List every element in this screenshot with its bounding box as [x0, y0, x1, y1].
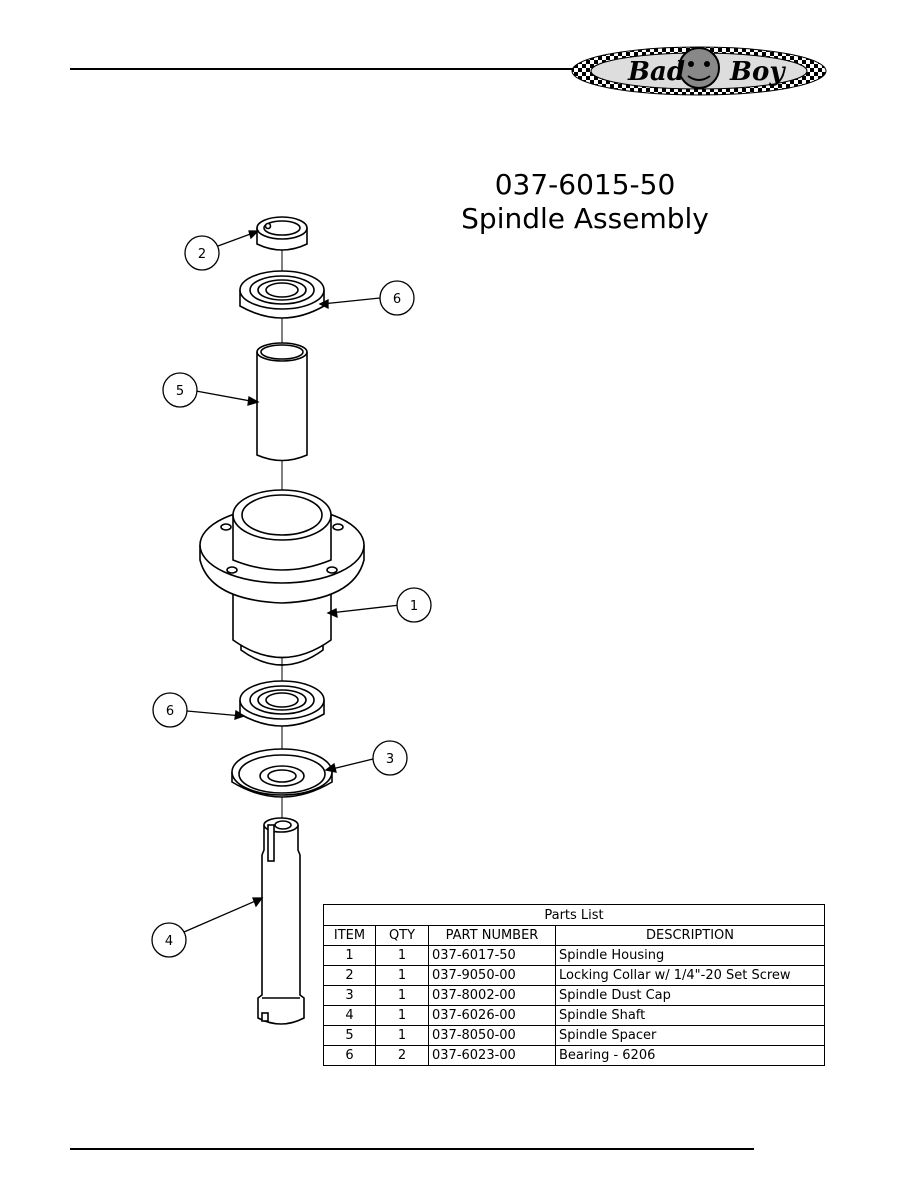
assembly-part-number: 037-6015-50	[494, 168, 676, 201]
locking-collar-part	[256, 216, 308, 251]
callout-6-top-balloon	[379, 280, 415, 316]
row-description: Locking Collar w/ 1/4"-20 Set Screw	[555, 965, 825, 986]
row-part-number: 037-6017-50	[428, 945, 556, 966]
table-row: 3 1 037-8002-00 Spindle Dust Cap	[323, 985, 825, 1006]
callout-6-top-label: 6	[393, 292, 401, 307]
row-qty: 1	[375, 965, 429, 986]
dust-cap-part	[231, 748, 333, 798]
svg-text:Boy: Boy	[729, 57, 786, 87]
row-qty: 2	[375, 1045, 429, 1066]
table-row: 4 1 037-6026-00 Spindle Shaft	[323, 1005, 825, 1026]
callout-3-balloon	[372, 740, 408, 776]
top-bearing-part	[239, 270, 325, 319]
column-header-qty: QTY	[375, 925, 429, 946]
table-row: 5 1 037-8050-00 Spindle Spacer	[323, 1025, 825, 1046]
table-row: 2 1 037-9050-00 Locking Collar w/ 1/4"-2…	[323, 965, 825, 986]
row-item: 1	[323, 945, 376, 966]
column-header-item: ITEM	[323, 925, 376, 946]
row-part-number: 037-6026-00	[428, 1005, 556, 1026]
row-description: Spindle Dust Cap	[555, 985, 825, 1006]
footer-rule	[70, 1148, 754, 1150]
row-qty: 1	[375, 1005, 429, 1026]
parts-list-header-row: ITEM QTY PART NUMBER DESCRIPTION	[323, 925, 825, 946]
row-qty: 1	[375, 945, 429, 966]
callout-1-balloon	[396, 587, 432, 623]
row-part-number: 037-6023-00	[428, 1045, 556, 1066]
row-part-number: 037-8050-00	[428, 1025, 556, 1046]
row-item: 2	[323, 965, 376, 986]
row-part-number: 037-9050-00	[428, 965, 556, 986]
parts-list-caption: Parts List	[323, 904, 825, 926]
row-item: 5	[323, 1025, 376, 1046]
row-item: 6	[323, 1045, 376, 1066]
callout-5-balloon	[162, 372, 198, 408]
row-qty: 1	[375, 985, 429, 1006]
lower-bearing-part	[239, 680, 325, 727]
svg-text:Bad: Bad	[627, 57, 685, 87]
row-part-number: 037-8002-00	[428, 985, 556, 1006]
parts-list-table: Parts List ITEM QTY PART NUMBER DESCRIPT…	[323, 904, 825, 1066]
callout-4-balloon	[151, 922, 187, 958]
callout-6-lower-label: 6	[166, 704, 174, 719]
row-description: Bearing - 6206	[555, 1045, 825, 1066]
spindle-shaft-part	[257, 817, 305, 1025]
row-description: Spindle Spacer	[555, 1025, 825, 1046]
row-item: 3	[323, 985, 376, 1006]
callout-2-balloon	[184, 235, 220, 271]
column-header-part-number: PART NUMBER	[428, 925, 556, 946]
callout-4-label: 4	[165, 934, 173, 949]
row-description: Spindle Housing	[555, 945, 825, 966]
table-row: 6 2 037-6023-00 Bearing - 6206	[323, 1045, 825, 1066]
assembly-name: Spindle Assembly	[461, 202, 709, 235]
row-description: Spindle Shaft	[555, 1005, 825, 1026]
spindle-spacer-part	[256, 342, 308, 462]
row-item: 4	[323, 1005, 376, 1026]
assembly-title: 037-6015-50 Spindle Assembly	[440, 168, 730, 236]
row-qty: 1	[375, 1025, 429, 1046]
table-row: 1 1 037-6017-50 Spindle Housing	[323, 945, 825, 966]
callout-1-label: 1	[410, 599, 418, 614]
callout-2-label: 2	[198, 247, 206, 262]
callout-6-lower-balloon	[152, 692, 188, 728]
callout-5-label: 5	[176, 384, 184, 399]
bad-boy-logo: Bad Boy	[571, 46, 827, 96]
header-rule	[70, 68, 590, 70]
spindle-housing-part	[199, 489, 365, 666]
callout-3-label: 3	[386, 752, 394, 767]
column-header-description: DESCRIPTION	[555, 925, 825, 946]
